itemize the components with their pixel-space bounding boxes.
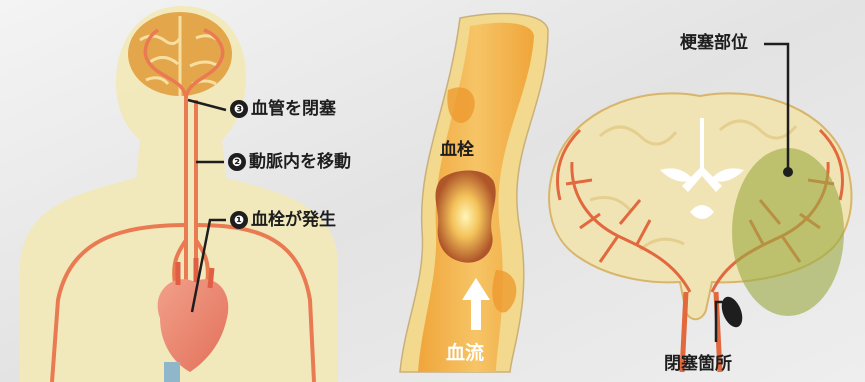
clot-label: 血栓 [440,142,474,159]
clot [435,171,495,263]
occlusion-label: 閉塞箇所 [664,356,732,373]
flow-label: 血流 [446,344,484,363]
infarct-label: 梗塞部位 [680,35,748,52]
